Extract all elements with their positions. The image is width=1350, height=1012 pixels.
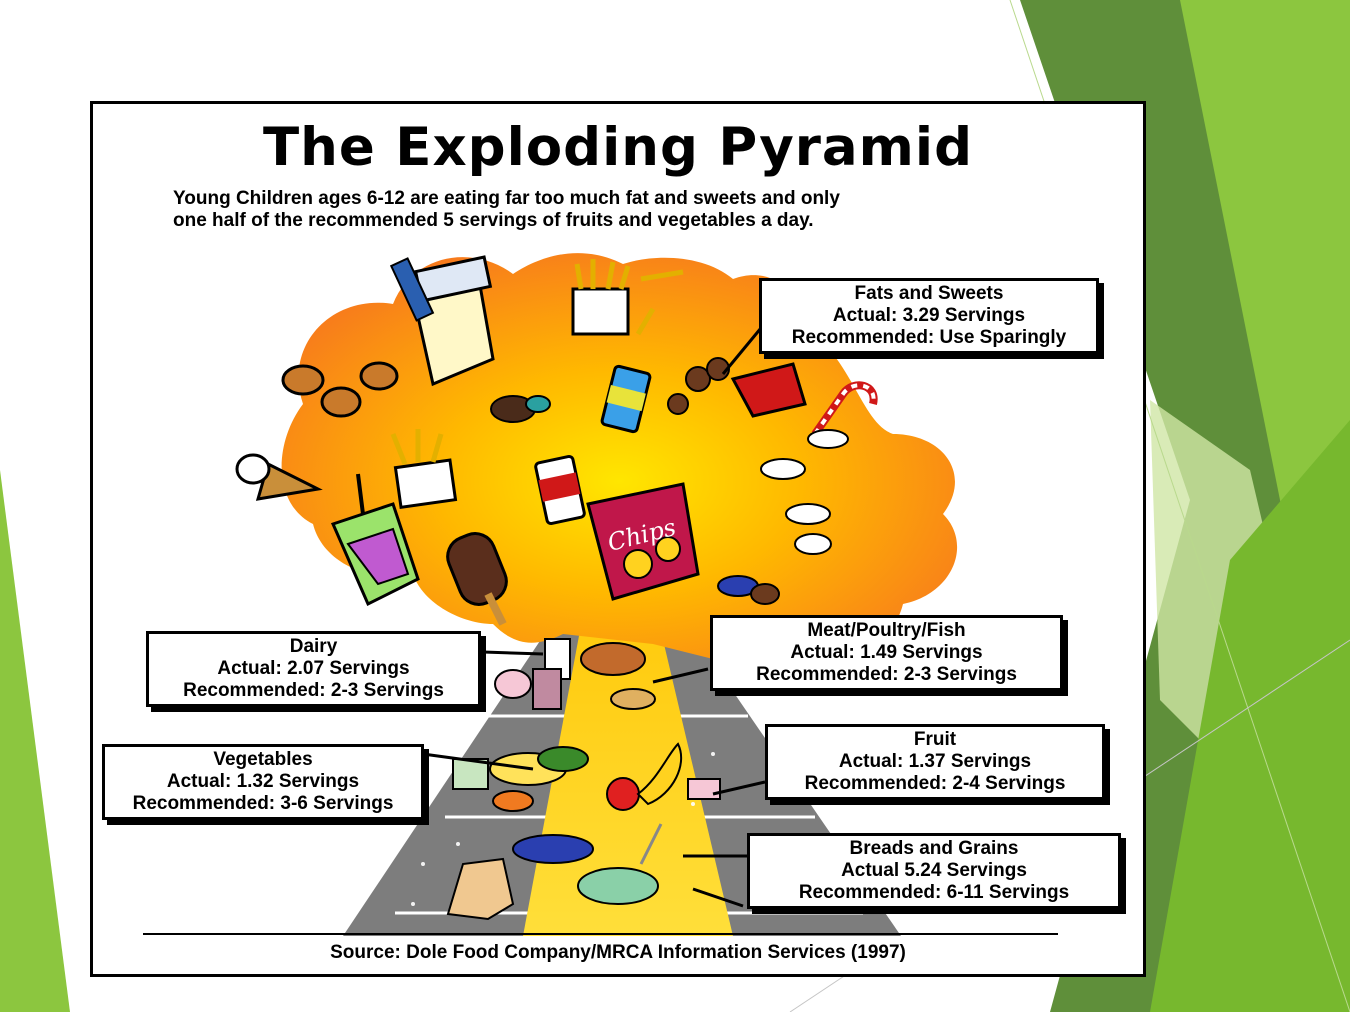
left-green-stripe bbox=[0, 470, 70, 1012]
actual-servings: Actual: 1.37 Servings bbox=[838, 751, 1032, 772]
subtitle: Young Children ages 6-12 are eating far … bbox=[173, 188, 840, 232]
banana-icon bbox=[636, 742, 683, 806]
label-meat-poultry-fish: Meat/Poultry/Fish Actual: 1.49 Servings … bbox=[710, 615, 1063, 691]
melon-icon bbox=[687, 778, 721, 800]
subtitle-line-1: Young Children ages 6-12 are eating far … bbox=[173, 188, 840, 209]
drumstick-icon bbox=[580, 642, 646, 676]
pyramid-beam bbox=[523, 534, 733, 936]
group-name: Breads and Grains bbox=[849, 838, 1019, 859]
cheese-icon bbox=[494, 669, 532, 699]
carrot-icon bbox=[492, 790, 534, 812]
candy-bar-icon bbox=[730, 362, 807, 418]
source-citation: Source: Dole Food Company/MRCA Informati… bbox=[330, 942, 906, 963]
candy-cane-icon bbox=[811, 381, 878, 437]
pasta-plate-icon bbox=[577, 867, 659, 905]
actual-servings: Actual: 1.49 Servings bbox=[790, 642, 983, 663]
recommended-servings: Recommended: Use Sparingly bbox=[791, 327, 1067, 348]
ice-cream-bar-icon bbox=[446, 532, 508, 626]
ice-cream-cone-icon bbox=[235, 453, 323, 501]
bread-icon bbox=[446, 857, 515, 921]
group-name: Dairy bbox=[289, 636, 338, 657]
apple-icon bbox=[606, 777, 640, 811]
label-dairy: Dairy Actual: 2.07 Servings Recommended:… bbox=[146, 631, 481, 707]
fork-icon bbox=[639, 823, 663, 865]
chips-bag-icon: Chips bbox=[586, 482, 700, 601]
page-title: The Exploding Pyramid bbox=[262, 117, 974, 178]
recommended-servings: Recommended: 2-3 Servings bbox=[756, 664, 1017, 685]
label-breads-grains: Breads and Grains Actual 5.24 Servings R… bbox=[747, 833, 1121, 909]
group-name: Fats and Sweets bbox=[854, 283, 1004, 304]
candy-pieces-icon bbox=[717, 575, 780, 605]
soda-can-icon-2 bbox=[600, 364, 652, 434]
pyramid-food-icons bbox=[446, 638, 721, 921]
recommended-servings: Recommended: 6-11 Servings bbox=[798, 882, 1070, 903]
cereal-bowl-icon bbox=[512, 834, 594, 864]
label-vegetables: Vegetables Actual: 1.32 Servings Recomme… bbox=[102, 744, 424, 820]
exploding-pyramid-figure: Chips bbox=[90, 101, 1146, 977]
callout-pointers bbox=[422, 327, 766, 908]
recommended-servings: Recommended: 3-6 Servings bbox=[132, 793, 394, 814]
soda-can-icon bbox=[534, 454, 586, 526]
food-items: Chips bbox=[235, 255, 878, 626]
recommended-servings: Recommended: 2-3 Servings bbox=[183, 680, 444, 701]
juice-glass-icon bbox=[532, 668, 562, 710]
cookies-icon bbox=[281, 361, 399, 418]
veggie-box-icon bbox=[452, 758, 489, 790]
drink-cup-icon bbox=[330, 473, 420, 607]
subtitle-line-2: one half of the recommended 5 servings o… bbox=[173, 210, 814, 231]
label-fats-sweets: Fats and Sweets Actual: 3.29 Servings Re… bbox=[759, 278, 1099, 354]
donut-icon bbox=[490, 395, 551, 423]
actual-servings: Actual: 2.07 Servings bbox=[217, 658, 410, 679]
label-fruit: Fruit Actual: 1.37 Servings Recommended:… bbox=[765, 724, 1105, 800]
actual-servings: Actual: 1.32 Servings bbox=[166, 771, 360, 792]
group-name: Vegetables bbox=[213, 749, 313, 770]
recommended-servings: Recommended: 2-4 Servings bbox=[804, 773, 1066, 794]
fish-icon bbox=[610, 688, 656, 710]
milk-carton-icon bbox=[389, 255, 495, 387]
group-name: Fruit bbox=[913, 729, 957, 750]
wrapped-candies-icon bbox=[760, 429, 849, 555]
french-fries-icon-2 bbox=[390, 429, 458, 509]
french-fries-icon bbox=[571, 259, 684, 336]
actual-servings: Actual 5.24 Servings bbox=[841, 860, 1027, 881]
group-name: Meat/Poultry/Fish bbox=[807, 620, 966, 641]
actual-servings: Actual: 3.29 Servings bbox=[832, 305, 1026, 326]
chocolates-icon bbox=[667, 357, 730, 415]
